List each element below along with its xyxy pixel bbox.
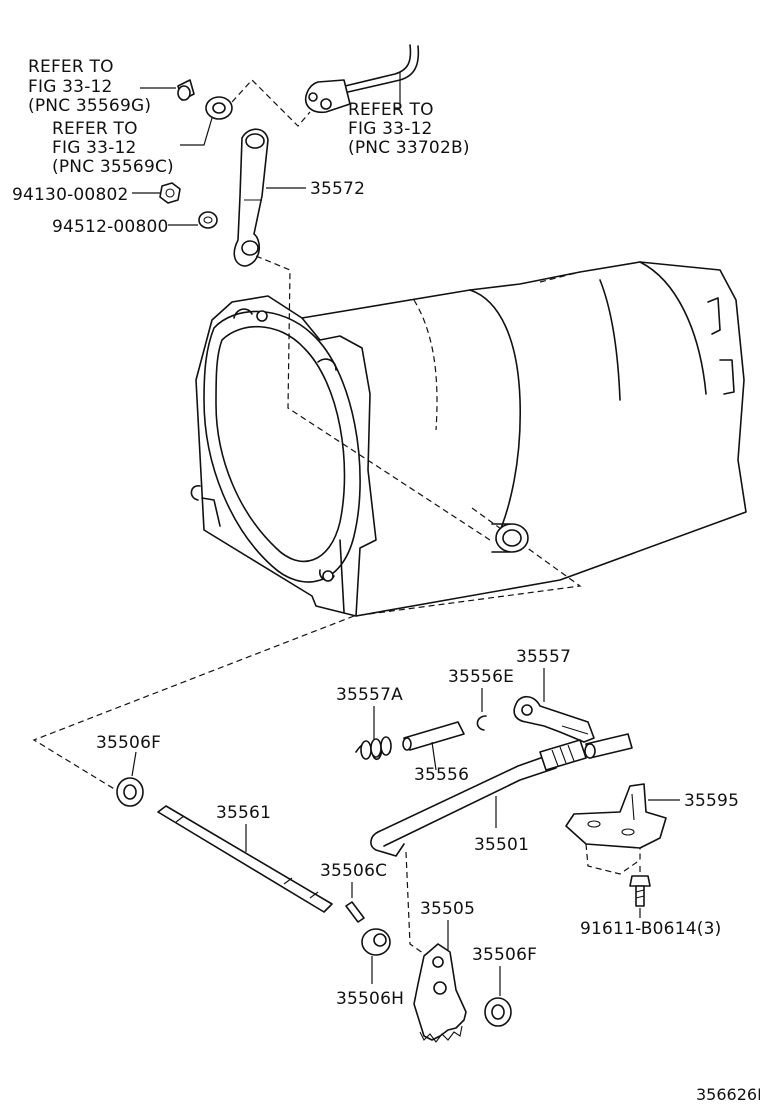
washer-94512 bbox=[198, 211, 218, 229]
diagram-code: 356626D bbox=[696, 1085, 760, 1104]
plate-35505 bbox=[413, 943, 467, 1043]
label-91611: 91611-B0614(3) bbox=[580, 919, 721, 939]
leader-ref-3 bbox=[394, 72, 401, 109]
label-35556: 35556 bbox=[414, 765, 469, 785]
pin-35506c bbox=[345, 901, 365, 923]
label-35557a: 35557A bbox=[336, 685, 403, 705]
ref-1-line3: (PNC 35569G) bbox=[28, 96, 151, 116]
pin-35569g bbox=[177, 79, 195, 101]
cable-35501 bbox=[370, 733, 633, 857]
label-35501: 35501 bbox=[474, 835, 529, 855]
leader-35506f-a bbox=[131, 751, 137, 777]
pin-35556 bbox=[402, 721, 465, 751]
label-35572: 35572 bbox=[310, 179, 365, 199]
bushing-35569c bbox=[205, 96, 233, 120]
label-35556e: 35556E bbox=[448, 667, 514, 687]
label-35506f-b: 35506F bbox=[472, 945, 537, 965]
ref-3-line2: FIG 33-12 bbox=[348, 119, 433, 139]
dashed-link-top bbox=[231, 79, 311, 127]
seal-35506f-b bbox=[484, 997, 512, 1027]
ref-label-35569g: REFER TO FIG 33-12 (PNC 35569G) bbox=[28, 57, 151, 116]
arm-35557 bbox=[513, 695, 595, 743]
label-35506f-a: 35506F bbox=[96, 733, 161, 753]
seal-35506f-a bbox=[116, 777, 144, 807]
label-94512: 94512-00800 bbox=[52, 217, 169, 237]
transmission-case bbox=[190, 261, 747, 617]
ref-2-line1: REFER TO bbox=[52, 119, 138, 139]
lever-35572 bbox=[233, 128, 269, 267]
dashed-cable-link bbox=[405, 851, 431, 959]
bracket-35595 bbox=[565, 783, 667, 875]
ref-2-line3: (PNC 35569C) bbox=[52, 157, 174, 177]
dashed-guide-left bbox=[32, 615, 355, 791]
ref-3-line1: REFER TO bbox=[348, 100, 434, 120]
dashed-lever-shaft bbox=[255, 255, 491, 541]
label-35557: 35557 bbox=[516, 647, 571, 667]
bushing-35506h bbox=[361, 928, 391, 956]
ref-label-33702b: REFER TO FIG 33-12 (PNC 33702B) bbox=[348, 100, 470, 158]
nut-94130 bbox=[159, 182, 181, 204]
ref-1-line1: REFER TO bbox=[28, 57, 114, 77]
label-35506h: 35506H bbox=[336, 989, 404, 1009]
cable-end-33702b bbox=[304, 44, 420, 114]
ref-3-line3: (PNC 33702B) bbox=[348, 138, 470, 158]
leader-35556 bbox=[431, 741, 437, 771]
label-35561: 35561 bbox=[216, 803, 271, 823]
ref-2-line2: FIG 33-12 bbox=[52, 138, 137, 158]
leader-ref-2 bbox=[180, 117, 213, 146]
ref-label-35569c: REFER TO FIG 33-12 (PNC 35569C) bbox=[52, 119, 174, 177]
clip-35556e bbox=[476, 715, 487, 731]
shaft-35561 bbox=[157, 805, 333, 913]
label-35505: 35505 bbox=[420, 899, 475, 919]
spring-35557a bbox=[355, 736, 392, 761]
bolt-91611 bbox=[629, 866, 651, 907]
label-35595: 35595 bbox=[684, 791, 739, 811]
ref-1-line2: FIG 33-12 bbox=[28, 77, 113, 97]
label-94130: 94130-00802 bbox=[12, 185, 129, 205]
label-35506c: 35506C bbox=[320, 861, 387, 881]
